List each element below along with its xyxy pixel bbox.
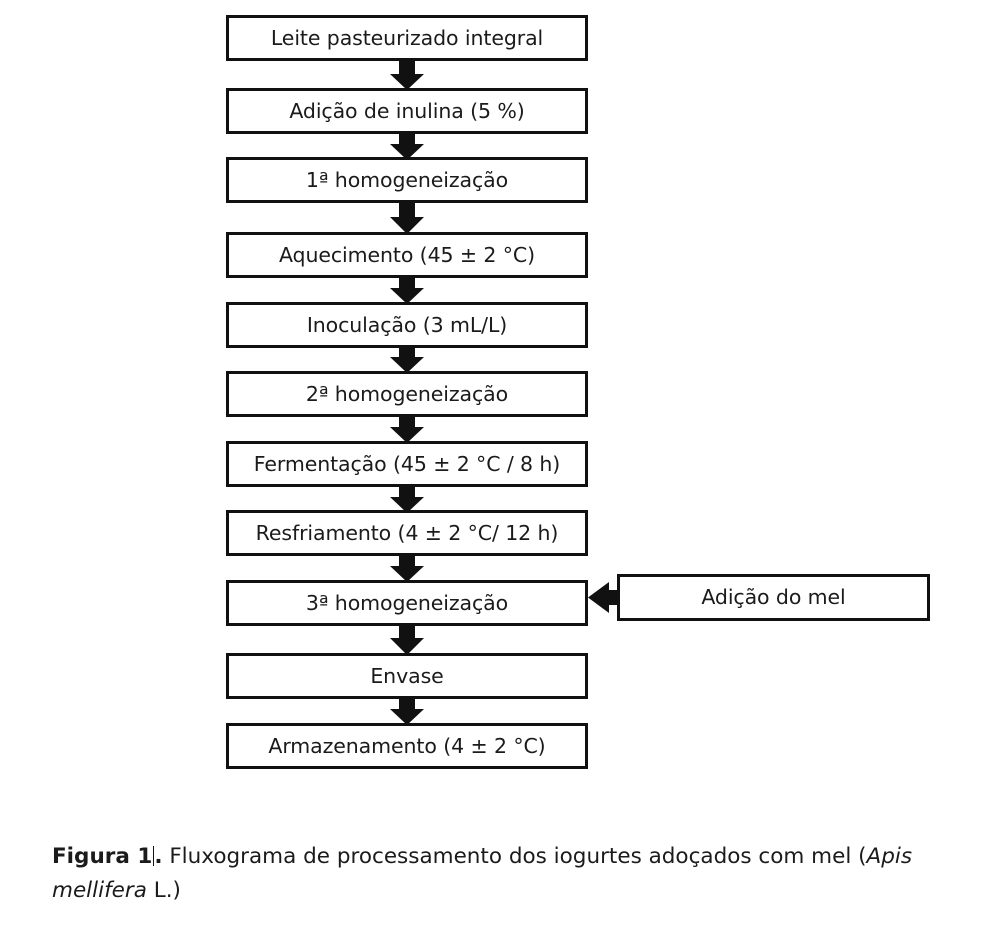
flow-node-adicao-de-inulina: Adição de inulina (5 %) [226,88,588,134]
arrow-down-icon [390,131,424,160]
connector-arrows-layer [390,60,620,725]
figure-caption-label: Figura 1 [52,844,153,869]
flow-node-adicao-do-mel: Adição do mel [617,574,930,621]
flow-node-resfriamento: Resfriamento (4 ± 2 °C/ 12 h) [226,510,588,556]
flow-node-terceira-homogeneizacao: 3ª homogeneização [226,580,588,626]
flow-node-leite-pasteurizado-integral: Leite pasteurizado integral [226,15,588,61]
flow-node-aquecimento: Aquecimento (45 ± 2 °C) [226,232,588,278]
flow-node-label: Inoculação (3 mL/L) [306,312,508,337]
flow-node-label: Aquecimento (45 ± 2 °C) [278,242,536,267]
figure-caption-species: Apis mellifera [52,844,913,903]
flow-node-armazenamento: Armazenamento (4 ± 2 °C) [226,723,588,769]
arrow-down-icon [390,624,424,655]
arrow-down-icon [390,345,424,373]
arrow-left-icon [588,582,620,613]
figure-caption-text-after: L.) [146,877,181,903]
arrow-down-icon [390,275,424,304]
flow-node-envase: Envase [226,653,588,699]
flow-node-label: 2ª homogeneização [305,381,509,406]
text-cursor [152,846,154,867]
flow-node-label: Adição do mel [701,585,846,610]
arrow-down-icon [390,697,424,725]
arrow-down-icon [390,201,424,234]
flow-node-label: Resfriamento (4 ± 2 °C/ 12 h) [255,520,559,545]
flow-node-inoculacao: Inoculação (3 mL/L) [226,302,588,348]
flow-node-label: Envase [370,663,444,688]
flow-node-label: Adição de inulina (5 %) [289,98,525,123]
figure-caption: Figura 1. Fluxograma de processamento do… [52,840,962,908]
flow-node-label: 1ª homogeneização [305,167,509,192]
flow-node-label: Leite pasteurizado integral [270,25,544,50]
figure-caption-separator: . [154,844,163,869]
flow-node-fermentacao: Fermentação (45 ± 2 °C / 8 h) [226,441,588,487]
arrow-down-icon [390,60,424,90]
flow-node-label: Fermentação (45 ± 2 °C / 8 h) [253,451,561,476]
arrow-down-icon [390,553,424,582]
flow-node-primeira-homogeneizacao: 1ª homogeneização [226,157,588,203]
flow-node-label: Armazenamento (4 ± 2 °C) [268,733,546,758]
flow-node-label: 3ª homogeneização [305,590,509,615]
flowchart-figure: Leite pasteurizado integral Adição de in… [226,15,930,769]
arrow-down-icon [390,484,424,513]
figure-caption-text-before: Fluxograma de processamento dos iogurtes… [162,844,867,869]
flow-node-segunda-homogeneizacao: 2ª homogeneização [226,371,588,417]
arrow-down-icon [390,414,424,443]
